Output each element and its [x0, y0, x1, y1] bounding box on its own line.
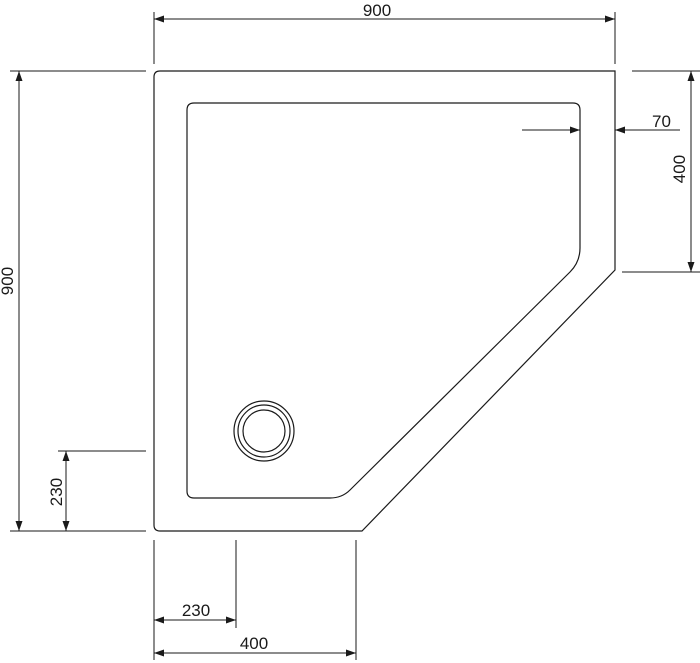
- dimension-top-width: [153, 12, 616, 64]
- dimension-left-short-height: [58, 450, 146, 531]
- label-right-short-height: 400: [670, 155, 689, 183]
- dimension-right-short-height: [622, 70, 700, 273]
- label-top-width: 900: [363, 1, 391, 20]
- label-left-height: 900: [0, 267, 17, 295]
- tray-inner-basin: [186, 102, 581, 499]
- label-rim-width: 70: [652, 112, 671, 131]
- label-bottom-short-width: 230: [182, 601, 210, 620]
- dimension-bottom-short-width: [153, 540, 237, 660]
- dimension-left-height: [10, 70, 146, 532]
- label-bottom-long-width: 400: [240, 634, 268, 653]
- tray-outer-outline: [153, 70, 616, 532]
- dimension-bottom-long-width: [154, 540, 357, 660]
- label-left-short-height: 230: [47, 478, 66, 506]
- drain-icon: [233, 400, 295, 462]
